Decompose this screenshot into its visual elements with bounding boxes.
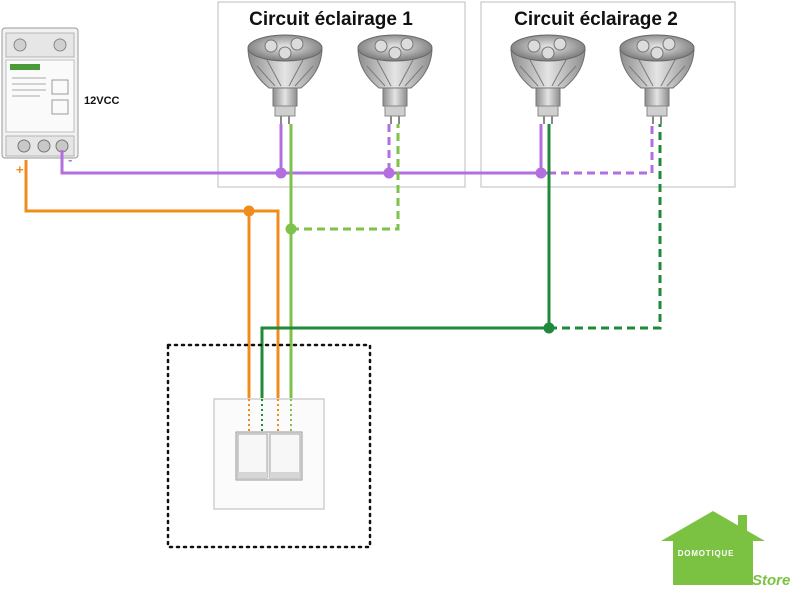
- junction-dot: [383, 167, 395, 179]
- led-bulb-4-icon: [619, 34, 695, 125]
- circuit-2-wire: [260, 124, 551, 398]
- junction-dot: [275, 167, 287, 179]
- junction-dot: [543, 322, 555, 334]
- wall-box-outline: [166, 343, 372, 549]
- logo-text-domotique: DOMOTIQUE: [678, 549, 735, 558]
- plus-label: +: [16, 162, 24, 177]
- circuit-2-title: Circuit éclairage 2: [514, 9, 678, 30]
- negative-wire: [60, 124, 548, 175]
- minus-label: -: [68, 152, 72, 167]
- junction-dot: [243, 205, 255, 217]
- switch-plate: [213, 398, 325, 510]
- rocker-1: [237, 433, 268, 479]
- power-supply-module-icon: [1, 27, 79, 159]
- circuit-1-wire-dashed: [291, 124, 400, 231]
- positive-wire: [24, 160, 280, 398]
- circuit-2-wire-dashed: [549, 124, 662, 330]
- junction-dot: [285, 223, 297, 235]
- logo-text-store: Store: [752, 572, 790, 589]
- circuit-2-frame: [480, 1, 736, 188]
- switch-internal-wires: [248, 399, 292, 432]
- circuit-1-title: Circuit éclairage 1: [249, 9, 413, 30]
- led-bulb-2-icon: [357, 34, 433, 125]
- circuit-1-frame: [217, 1, 466, 188]
- double-rocker-switch: [235, 431, 303, 481]
- junction-dot: [535, 167, 547, 179]
- led-bulb-3-icon: [510, 34, 586, 125]
- led-bulb-1-icon: [247, 34, 323, 125]
- domotique-store-logo: DOMOTIQUE Store: [661, 511, 790, 589]
- rocker-2: [269, 433, 301, 479]
- voltage-label: 12VCC: [84, 95, 120, 107]
- negative-wire-dashed: [387, 124, 654, 175]
